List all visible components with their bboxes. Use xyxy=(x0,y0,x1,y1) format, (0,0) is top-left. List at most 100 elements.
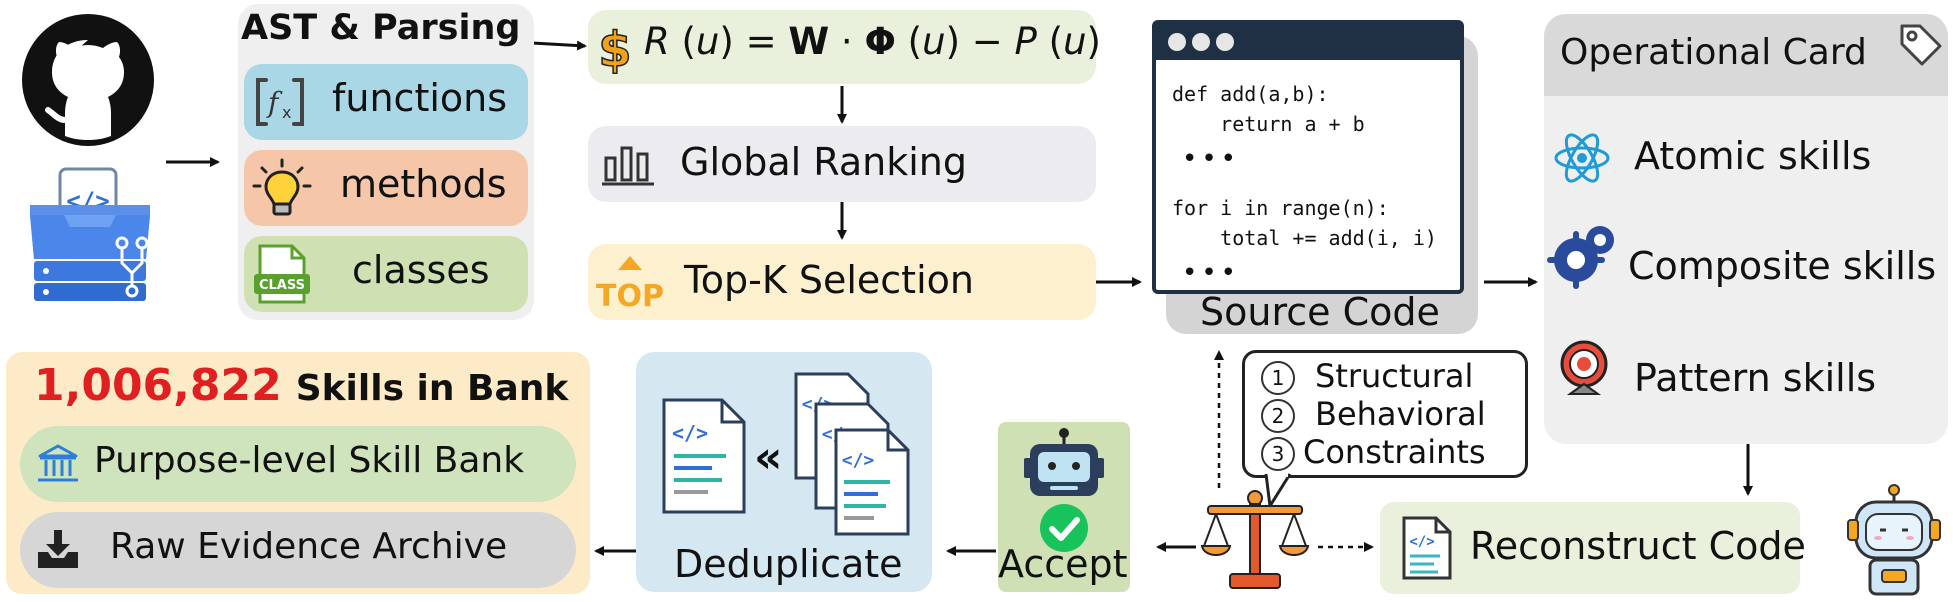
accept-label: Accept xyxy=(998,542,1128,586)
circled-number-icon: 3 xyxy=(1261,437,1295,471)
parsing-item-label: methods xyxy=(340,162,507,206)
criteria-item: 2 Behavioral xyxy=(1261,395,1486,433)
criteria-label: Constraints xyxy=(1303,433,1486,471)
formula-text: R (u) = W · Φ (u) − P (u) xyxy=(644,20,1101,63)
parsing-item-methods: methods xyxy=(244,150,528,226)
formula-part: Φ xyxy=(864,20,896,63)
skill-label: Composite skills xyxy=(1628,244,1937,288)
robot-icon xyxy=(1846,484,1942,598)
formula-part: · xyxy=(829,20,865,63)
formula-part: ) = xyxy=(719,20,789,63)
bank-item-label: Purpose-level Skill Bank xyxy=(94,440,525,481)
svg-text:</>: </> xyxy=(842,450,875,471)
window-titlebar xyxy=(1156,24,1460,60)
window-dot-icon xyxy=(1192,33,1210,51)
code-line: for i in range(n): xyxy=(1172,196,1389,220)
parsing-item-label: classes xyxy=(352,248,490,292)
formula-part: u xyxy=(1063,20,1087,63)
bank-count: 1,006,822 xyxy=(34,360,282,411)
bank-item-label: Raw Evidence Archive xyxy=(110,526,508,567)
code-document-icon: </> xyxy=(660,396,748,516)
code-document-icon: </> xyxy=(1400,514,1454,582)
bank-icon xyxy=(36,442,80,486)
topk-panel: TOP Top-K Selection xyxy=(588,244,1096,320)
dedup-panel: </> « </> </> </> Deduplicate xyxy=(636,352,932,592)
topk-icon-text: TOP xyxy=(596,279,664,314)
criteria-label: Structural xyxy=(1315,357,1474,395)
robot-head-icon xyxy=(1020,428,1108,508)
reconstruct-panel: </> Reconstruct Code xyxy=(1380,502,1806,594)
top-icon: TOP xyxy=(592,254,668,314)
circled-number-icon: 1 xyxy=(1261,361,1295,395)
formula-part: P xyxy=(1014,20,1037,63)
skill-label: Atomic skills xyxy=(1634,134,1872,178)
code-line: total += add(i, i) xyxy=(1172,226,1437,250)
function-icon: f x xyxy=(252,74,308,130)
bar-chart-icon xyxy=(602,140,654,188)
svg-text:x: x xyxy=(282,103,291,122)
bank-item-skill-bank: Purpose-level Skill Bank xyxy=(20,426,576,502)
target-icon xyxy=(1556,340,1612,398)
tag-icon xyxy=(1896,20,1944,68)
card-header xyxy=(1544,14,1948,96)
code-line: def add(a,b): xyxy=(1172,82,1329,106)
code-repository-icon: </> xyxy=(26,163,154,303)
svg-text:</>: </> xyxy=(1409,534,1434,550)
class-file-icon: CLASS xyxy=(252,242,312,306)
class-icon-text: CLASS xyxy=(259,278,305,293)
parsing-item-classes: CLASS classes xyxy=(244,236,528,312)
formula-part: ( xyxy=(669,20,696,63)
formula-part: ( xyxy=(895,20,923,63)
code-ellipsis: ••• xyxy=(1182,144,1241,174)
circled-number-icon: 2 xyxy=(1261,399,1295,433)
formula-part: u xyxy=(922,20,946,63)
svg-text:$: $ xyxy=(598,22,631,78)
formula-part: W xyxy=(788,20,830,63)
code-document-stack-icon: </> </> </> xyxy=(792,370,912,540)
window-dot-icon xyxy=(1168,33,1186,51)
formula-part: u xyxy=(695,20,720,63)
bank-item-evidence-archive: Raw Evidence Archive xyxy=(20,512,576,588)
dedup-label: Deduplicate xyxy=(674,542,903,586)
atom-icon xyxy=(1552,128,1612,188)
parsing-item-label: functions xyxy=(332,76,508,120)
criteria-label: Behavioral xyxy=(1315,395,1486,433)
dollar-icon: $ xyxy=(594,20,636,79)
scale-icon xyxy=(1200,488,1310,592)
topk-label: Top-K Selection xyxy=(684,258,974,302)
svg-text:f: f xyxy=(266,86,283,119)
formula-part: ( xyxy=(1036,20,1064,63)
window-dot-icon xyxy=(1216,33,1234,51)
svg-text:</>: </> xyxy=(672,421,708,445)
lightbulb-icon xyxy=(252,158,312,218)
code-line: return a + b xyxy=(1172,112,1365,136)
formula-part: ) xyxy=(1086,20,1101,63)
arrow-parsing-to-formula xyxy=(531,40,587,51)
source-code-window: def add(a,b): return a + b ••• for i in … xyxy=(1152,20,1464,294)
parsing-item-functions: f x functions xyxy=(244,64,528,140)
reconstruct-label: Reconstruct Code xyxy=(1470,524,1806,568)
merge-chevrons-icon: « xyxy=(754,432,783,483)
criteria-item: 1 Structural xyxy=(1261,357,1473,395)
check-circle-icon xyxy=(1038,502,1090,554)
skill-label: Pattern skills xyxy=(1634,356,1877,400)
ranking-panel: Global Ranking xyxy=(588,126,1096,202)
formula-part: R xyxy=(644,20,670,63)
gears-icon xyxy=(1547,224,1616,289)
code-ellipsis: ••• xyxy=(1182,258,1241,288)
bank-count-suffix: Skills in Bank xyxy=(295,368,569,409)
formula-panel xyxy=(588,10,1096,84)
bank-count-line: 1,006,822 Skills in Bank xyxy=(34,360,568,411)
github-icon xyxy=(18,10,158,150)
ranking-label: Global Ranking xyxy=(680,140,968,184)
download-tray-icon xyxy=(34,526,82,574)
accept-panel: Accept xyxy=(998,422,1130,592)
operational-card: Operational Card xyxy=(1544,14,1948,444)
card-title: Operational Card xyxy=(1560,32,1867,73)
formula-part: ) − xyxy=(945,20,1015,63)
source-code-title: Source Code xyxy=(1200,290,1440,334)
parsing-title: AST & Parsing xyxy=(241,8,521,48)
